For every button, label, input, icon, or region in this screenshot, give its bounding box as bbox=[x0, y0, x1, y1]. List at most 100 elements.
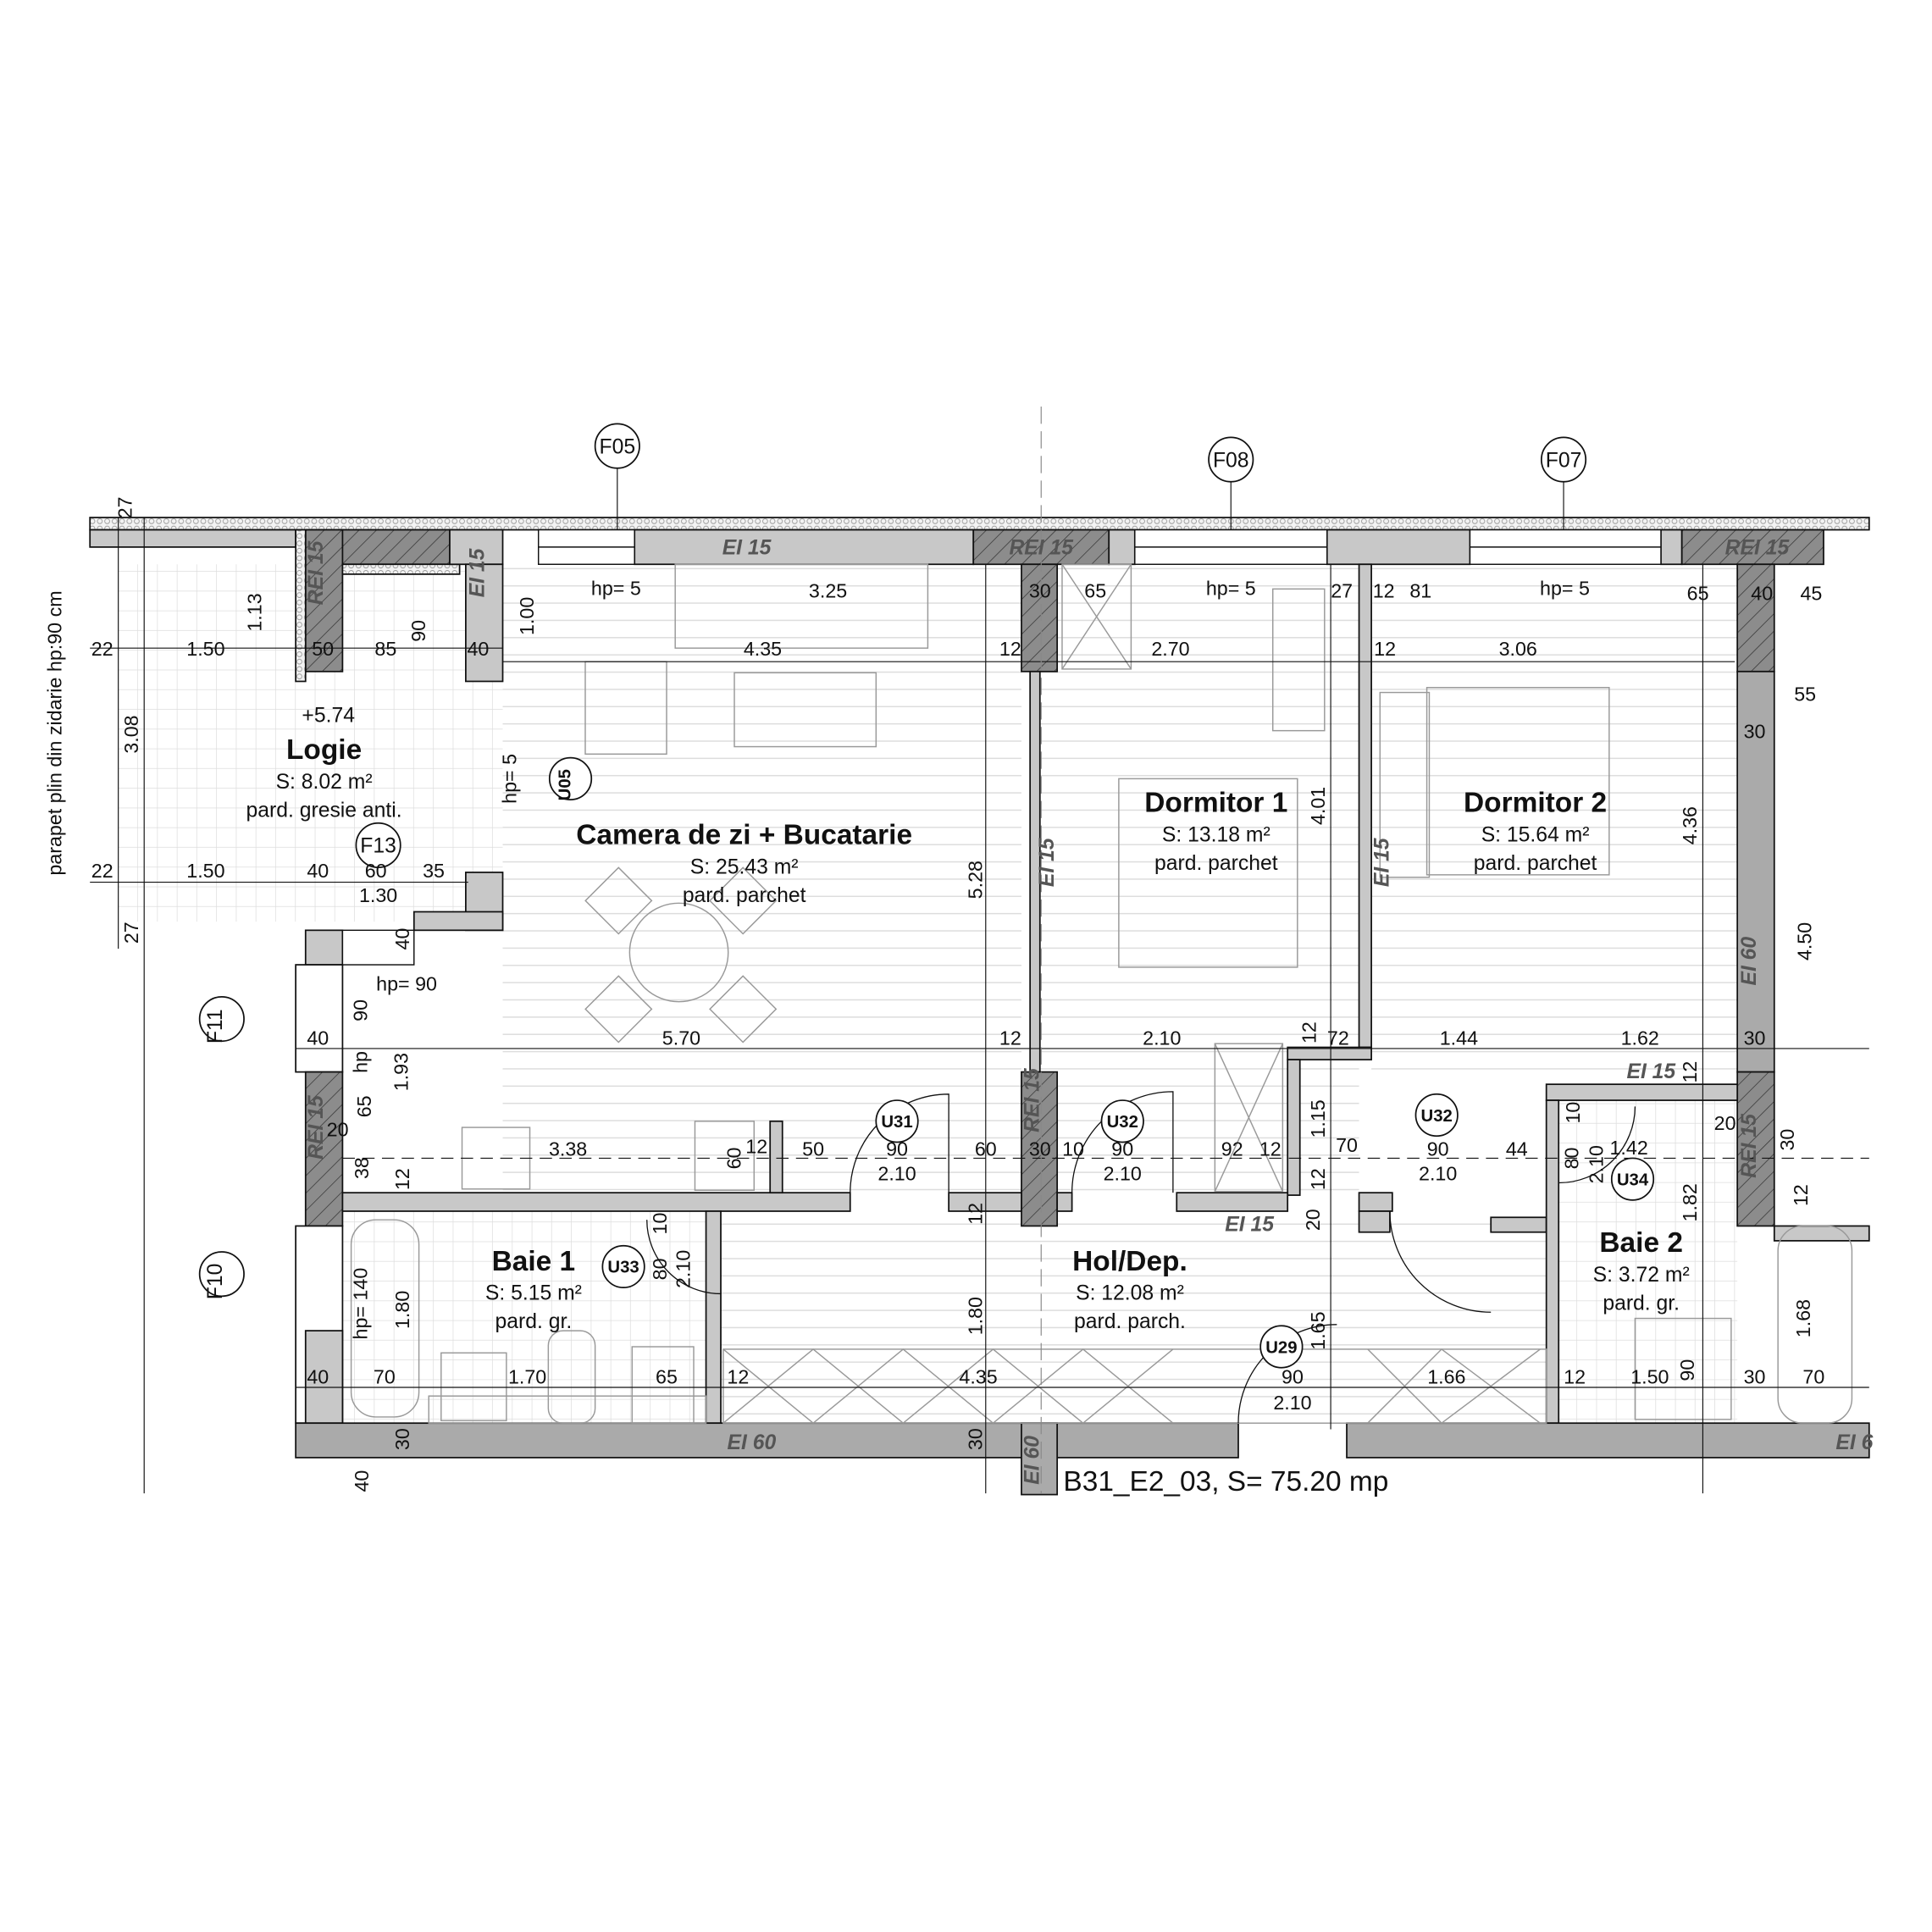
dimension-label: 70 bbox=[1336, 1134, 1358, 1156]
walls bbox=[89, 517, 1870, 1496]
dimension-label: 90 bbox=[407, 620, 429, 642]
door-tag-marker bbox=[601, 1244, 645, 1289]
dimension-label: hp bbox=[350, 1051, 372, 1073]
dimension-label: 1.50 bbox=[186, 638, 224, 660]
parapet-note: parapet plin din zidarie hp:90 cm bbox=[44, 590, 66, 875]
door-tag: U34 bbox=[1617, 1171, 1649, 1189]
dimension-label: 40 bbox=[307, 860, 329, 882]
dimension-label: 3.38 bbox=[549, 1138, 587, 1160]
dimension-label: 27 bbox=[114, 496, 136, 518]
room-floor-finish: pard. parchet bbox=[683, 884, 806, 907]
dimension-label: 72 bbox=[1327, 1027, 1349, 1049]
dimension-label: 22 bbox=[91, 860, 113, 882]
dimension-label: 2.10 bbox=[877, 1163, 916, 1185]
dimension-label: 1.80 bbox=[964, 1297, 986, 1335]
window-tag: F05 bbox=[600, 435, 636, 458]
door-tag-marker bbox=[1414, 1093, 1459, 1138]
room-floor-finish: pard. gr. bbox=[495, 1310, 573, 1333]
dimension-label: 80 bbox=[649, 1258, 671, 1280]
door-tag: U29 bbox=[1265, 1338, 1297, 1357]
dimension-label: 30 bbox=[1776, 1129, 1798, 1151]
dimension-label: 1.15 bbox=[1307, 1099, 1329, 1138]
dimension-label: 4.50 bbox=[1793, 922, 1815, 960]
door-tag: U32 bbox=[1421, 1107, 1453, 1126]
dimension-label: 2.10 bbox=[1104, 1163, 1142, 1185]
door-tag-marker bbox=[1100, 1099, 1144, 1143]
fire-rating-label: EI 15 bbox=[467, 547, 490, 597]
room-area: S: 25.43 m² bbox=[690, 855, 799, 878]
room-area: S: 5.15 m² bbox=[485, 1282, 582, 1305]
door-tag: U05 bbox=[556, 769, 575, 800]
dimension-label: 12 bbox=[727, 1366, 749, 1388]
room-floor-finish: pard. gr. bbox=[1603, 1292, 1680, 1315]
dimension-label: 12 bbox=[1373, 580, 1395, 602]
room-area: S: 12.08 m² bbox=[1076, 1282, 1184, 1305]
dimension-label: 40 bbox=[351, 1470, 373, 1492]
dimension-label: 1.42 bbox=[1609, 1137, 1647, 1159]
dimension-label: 90 bbox=[1427, 1138, 1449, 1160]
fire-rating-label: EI 15 bbox=[1370, 837, 1393, 887]
dimension-label: 60 bbox=[365, 860, 387, 882]
room-name: Dormitor 2 bbox=[1464, 788, 1607, 819]
dimension-label: 20 bbox=[1714, 1112, 1736, 1134]
room-floor-finish: pard. parch. bbox=[1074, 1310, 1186, 1333]
room-name: Camera de zi + Bucatarie bbox=[576, 819, 912, 850]
fire-rating-label: EI 60 bbox=[1021, 1436, 1044, 1485]
dimension-label: 38 bbox=[351, 1157, 373, 1179]
dimension-label: 2.10 bbox=[1143, 1027, 1181, 1049]
elevation-label: +5.74 bbox=[302, 704, 355, 727]
dimension-label: 40 bbox=[1751, 582, 1773, 604]
dimension-label: 12 bbox=[1374, 638, 1396, 660]
windows bbox=[341, 529, 1662, 966]
dimension-label: 30 bbox=[1744, 1366, 1766, 1388]
fire-rating-label: REI 15 bbox=[1738, 1113, 1761, 1178]
dimension-label: hp= 90 bbox=[376, 973, 437, 995]
dimension-label: 1.65 bbox=[1307, 1311, 1329, 1349]
dimension-label: 30 bbox=[1744, 1027, 1766, 1049]
door-tag-marker bbox=[1610, 1157, 1655, 1201]
room-name: Dormitor 1 bbox=[1144, 788, 1287, 819]
dimension-label: 60 bbox=[722, 1147, 745, 1169]
door-tag-marker bbox=[548, 756, 593, 800]
dimension-label: 12 bbox=[999, 1027, 1021, 1049]
dimension-label: 27 bbox=[120, 922, 142, 944]
room-name: Baie 1 bbox=[492, 1246, 576, 1277]
dimension-label: 65 bbox=[1084, 580, 1106, 602]
window-tag: F13 bbox=[360, 835, 396, 858]
dimension-label: 2.10 bbox=[1586, 1145, 1608, 1183]
door-tag: U33 bbox=[607, 1259, 639, 1277]
dimension-label: 5.70 bbox=[662, 1027, 700, 1049]
dimension-label: 4.35 bbox=[959, 1366, 997, 1388]
dimension-label: 40 bbox=[391, 928, 413, 950]
dimension-label: 2.70 bbox=[1151, 638, 1189, 660]
dimension-label: 2.10 bbox=[1273, 1392, 1311, 1414]
dimension-label: hp= 5 bbox=[1206, 578, 1256, 600]
dimension-label: 1.13 bbox=[243, 593, 265, 631]
dimension-label: 1.44 bbox=[1440, 1027, 1478, 1049]
fire-rating-label: REI 15 bbox=[305, 1094, 328, 1160]
dimension-label: 1.30 bbox=[359, 884, 397, 906]
room-area: S: 8.02 m² bbox=[276, 771, 373, 794]
fire-rating-label: REI 15 bbox=[1009, 537, 1074, 560]
window-tag: F08 bbox=[1213, 449, 1249, 472]
dimension-label: 4.01 bbox=[1307, 787, 1329, 825]
dimension-label: 70 bbox=[1802, 1366, 1824, 1388]
dimension-label: 4.35 bbox=[744, 638, 782, 660]
dimension-label: 35 bbox=[423, 860, 445, 882]
room-area: S: 13.18 m² bbox=[1162, 824, 1270, 847]
door-tag-marker bbox=[1259, 1325, 1304, 1369]
window-tag: F07 bbox=[1546, 449, 1582, 472]
dimension-label: 90 bbox=[1282, 1366, 1304, 1388]
door-tag: U31 bbox=[881, 1113, 912, 1132]
fire-rating-label: EI 60 bbox=[1738, 937, 1761, 986]
window-tag-marker bbox=[198, 995, 245, 1043]
dimension-label: 12 bbox=[1298, 1021, 1320, 1044]
dimension-label: 65 bbox=[1687, 582, 1709, 604]
dimension-label: 20 bbox=[1302, 1209, 1324, 1231]
room-name: Baie 2 bbox=[1599, 1227, 1683, 1259]
dimension-label: 3.25 bbox=[809, 580, 847, 602]
window-tag-marker bbox=[198, 1251, 245, 1298]
dimension-label: 27 bbox=[1331, 580, 1353, 602]
dimension-label: 12 bbox=[1679, 1061, 1701, 1083]
